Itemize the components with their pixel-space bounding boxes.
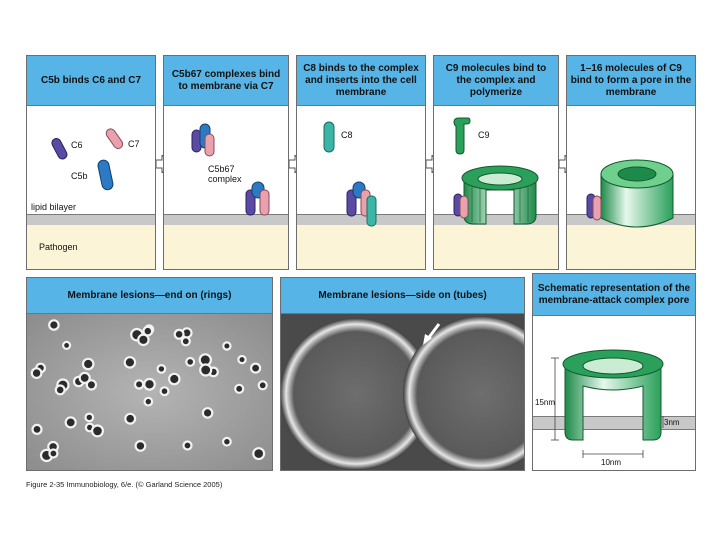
step-title-2: C5b67 complexes bind to membrane via C7 (164, 56, 288, 106)
step-title-1: C5b binds C6 and C7 (27, 56, 155, 106)
mac-pore-schematic (551, 349, 664, 458)
step-title-5: 1–16 molecules of C9 bind to form a pore… (567, 56, 695, 106)
schematic-panel: Schematic representation of the membrane… (532, 273, 696, 471)
step-panel-2: C5b67 complexes bind to membrane via C7 … (163, 55, 289, 270)
c5b678-complex (346, 181, 377, 227)
membrane-lesion-ring (185, 356, 196, 367)
membrane-lesion-ring (85, 379, 98, 391)
c5b67-complex-floating (191, 123, 215, 157)
membrane-lesion-ring (123, 356, 137, 369)
width-dimension-label: 10nm (601, 458, 622, 467)
membrane-lesion-ring (90, 424, 104, 438)
membrane-lesion-ring (199, 363, 213, 377)
c5b-label: C5b (71, 171, 88, 181)
polymerizing-c9-ring (453, 165, 539, 225)
membrane-lesion-ring (143, 396, 154, 407)
micrograph-side-on-title: Membrane lesions—side on (tubes) (281, 278, 524, 314)
membrane-lesion-ring (78, 371, 91, 385)
step-panel-4: C9 molecules bind to the complex and pol… (433, 55, 559, 270)
membrane-lesion-ring (64, 416, 77, 429)
pathogen-region (164, 225, 288, 269)
membrane-lesion-ring (159, 386, 170, 397)
schematic-title: Schematic representation of the membrane… (533, 274, 695, 316)
depth-dimension-label: 3nm (664, 418, 680, 427)
membrane-lesion-ring (30, 367, 43, 379)
membrane-lesion-ring (201, 407, 214, 419)
step-title-4: C9 molecules bind to the complex and pol… (434, 56, 558, 106)
membrane-lesion-ring (252, 447, 266, 461)
membrane-lesion-ring (250, 362, 262, 374)
c9-molecule (453, 117, 471, 155)
membrane-lesion-ring (143, 377, 156, 391)
tubes-micrograph-image (281, 314, 524, 470)
pathogen-label: Pathogen (39, 242, 78, 252)
membrane-lesion-ring (142, 325, 154, 337)
membrane-lesion-ring (173, 328, 185, 340)
membrane-lesion-ring (222, 341, 232, 351)
step-panel-1: C5b binds C6 and C7 C6 C7 C5b lipid bila… (26, 55, 156, 270)
membrane-lesion-ring (182, 440, 193, 451)
membrane-lesion-ring (221, 436, 232, 447)
mac-pore-complex (586, 159, 674, 228)
membrane-lesion-ring (84, 412, 95, 423)
membrane-lesion-ring (168, 372, 181, 386)
step-panel-3: C8 binds to the complex and inserts into… (296, 55, 426, 270)
c5b67-complex-bound (245, 181, 270, 216)
membrane-lesion-ring (48, 448, 59, 459)
membrane-lesion-ring (234, 383, 245, 394)
pathogen-region (297, 225, 425, 269)
rings-micrograph-image (27, 314, 272, 470)
membrane-lesion-ring (133, 379, 145, 390)
c5b67-complex-label: C5b67 complex (208, 164, 242, 184)
membrane-lesion-ring (237, 354, 247, 365)
height-dimension-label: 15nm (535, 398, 556, 407)
membrane-lesion-ring (257, 380, 268, 391)
c8-label: C8 (341, 130, 353, 140)
membrane-lesion-ring (134, 439, 147, 452)
micrograph-end-on-panel: Membrane lesions—end on (rings) (26, 277, 273, 471)
micrograph-end-on-title: Membrane lesions—end on (rings) (27, 278, 272, 314)
lipid-bilayer-label: lipid bilayer (31, 202, 77, 212)
c7-label: C7 (128, 139, 140, 149)
c5b-molecule (97, 159, 114, 191)
c6-molecule (51, 138, 68, 160)
membrane-lesion-ring (137, 333, 150, 347)
pathogen-region (27, 225, 155, 269)
step-panel-5: 1–16 molecules of C9 bind to form a pore… (566, 55, 696, 270)
membrane-lesion-ring (180, 336, 191, 347)
c9-label: C9 (478, 130, 490, 140)
membrane-lesion-ring (81, 357, 95, 371)
membrane-lesion-ring (54, 384, 66, 396)
micrograph-side-on-panel: Membrane lesions—side on (tubes) (280, 277, 525, 471)
pathogen-region (567, 225, 695, 269)
c8-molecule (323, 121, 335, 153)
c6-label: C6 (71, 140, 83, 150)
c7-molecule (105, 128, 124, 150)
membrane-lesion-ring (61, 340, 72, 350)
membrane-lesion-ring (124, 412, 137, 425)
membrane-lesion-ring (156, 364, 167, 374)
pathogen-region (434, 225, 558, 269)
membrane-lesion-ring (31, 423, 43, 436)
figure-caption: Figure 2-35 Immunobiology, 6/e. (© Garla… (26, 480, 223, 489)
membrane-lesion-ring (48, 319, 60, 331)
step-title-3: C8 binds to the complex and inserts into… (297, 56, 425, 106)
